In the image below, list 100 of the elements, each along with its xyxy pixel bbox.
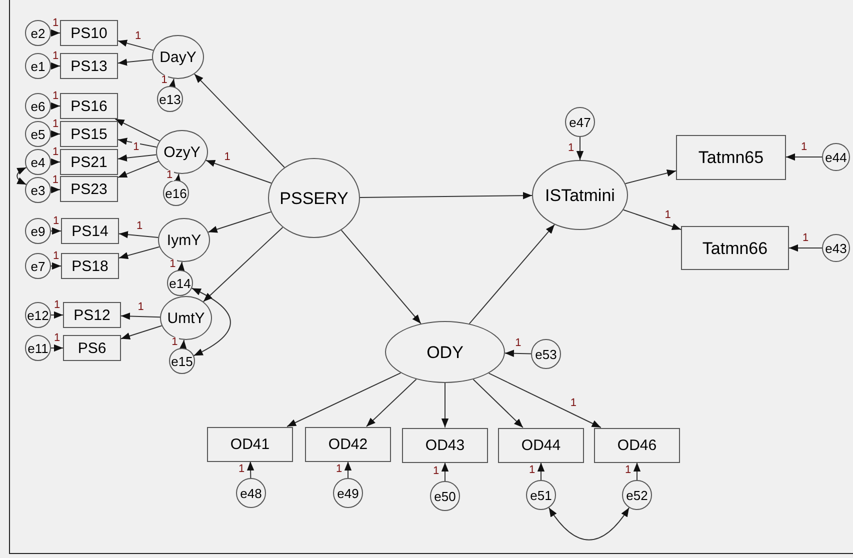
arrow <box>340 230 422 324</box>
error-circle: e49 <box>333 478 363 508</box>
edge-label: 1 <box>432 466 440 477</box>
error-circle: e51 <box>526 480 556 510</box>
error-circle: e52 <box>622 480 652 510</box>
observed-box: OD46 <box>594 428 680 462</box>
arrow <box>120 325 162 340</box>
error-circle: e11 <box>25 335 51 361</box>
arrow <box>537 462 545 480</box>
arrow <box>50 344 64 352</box>
error-circle: e44 <box>822 143 850 171</box>
arrow <box>118 246 160 260</box>
arrow <box>180 339 187 350</box>
edge-label: 1 <box>52 251 60 262</box>
observed-box: PS6 <box>63 335 121 361</box>
observed-box: OD42 <box>305 426 391 462</box>
observed-box: Tatmn65 <box>676 134 786 180</box>
arrow <box>118 58 153 66</box>
edge-label: 1 <box>52 51 60 62</box>
arrow <box>208 211 272 233</box>
arrow <box>168 78 176 88</box>
arrow <box>118 160 159 178</box>
arrow <box>624 170 676 184</box>
error-circle: e47 <box>565 107 595 137</box>
arrow <box>788 244 822 252</box>
edge-label: 1 <box>52 216 60 227</box>
arrow <box>50 102 60 110</box>
error-circle: e50 <box>430 481 460 511</box>
edge-label: 1 <box>52 147 60 158</box>
error-circle: e48 <box>236 478 266 508</box>
error-circle: e5 <box>25 121 51 147</box>
observed-box: PS12 <box>63 302 121 328</box>
edge-label: 1 <box>160 74 168 86</box>
arrow <box>344 461 352 478</box>
arrow <box>118 231 159 238</box>
arrow <box>360 192 532 200</box>
edge-label: 1 <box>802 233 810 244</box>
arrow <box>286 372 402 427</box>
edge-label: 1 <box>134 30 142 42</box>
arrow <box>50 29 60 37</box>
latent-ellipse: ODY <box>385 321 505 383</box>
observed-box: PS21 <box>60 149 118 175</box>
observed-box: PS10 <box>60 20 118 46</box>
observed-box: OD44 <box>498 428 584 462</box>
edge-label: 1 <box>800 142 808 153</box>
arrow <box>178 261 185 272</box>
error-circle: e12 <box>25 302 51 328</box>
arrow <box>50 130 60 138</box>
error-circle: e1 <box>25 53 51 79</box>
arrow <box>50 311 64 319</box>
observed-box: PS23 <box>60 176 118 202</box>
observed-box: Tatmn66 <box>681 226 789 270</box>
error-circle: e43 <box>822 234 850 262</box>
covariance-arrow <box>191 288 231 356</box>
edge-label: 1 <box>136 302 145 313</box>
error-circle: e7 <box>25 253 51 279</box>
edge-label: 1 <box>52 119 60 130</box>
arrow <box>246 461 254 478</box>
arrow <box>118 40 154 51</box>
latent-ellipse: PSSERY <box>268 158 360 238</box>
arrow <box>50 227 62 235</box>
covariance-arrow <box>16 167 27 185</box>
observed-box: PS15 <box>60 121 118 147</box>
arrow <box>174 173 182 184</box>
observed-box: OD41 <box>207 426 293 462</box>
observed-box: PS16 <box>60 93 118 119</box>
error-circle: e53 <box>531 339 561 369</box>
error-circle: e15 <box>169 348 195 374</box>
arrow <box>194 74 285 168</box>
error-circle: e2 <box>25 20 51 46</box>
arrow <box>118 138 158 148</box>
error-circle: e3 <box>25 177 51 203</box>
arrow <box>118 154 157 162</box>
observed-box: PS18 <box>61 253 119 279</box>
edge-label: 1 <box>53 333 62 344</box>
edge-label: 1 <box>238 464 246 475</box>
edge-label: 1 <box>52 91 60 102</box>
edge-label: 1 <box>52 18 60 29</box>
latent-ellipse: ISTatmini <box>532 160 628 230</box>
edge-label: 1 <box>132 142 140 153</box>
arrow <box>202 226 284 302</box>
arrow <box>50 62 60 70</box>
arrow <box>206 160 272 184</box>
arrow <box>504 350 532 357</box>
arrow <box>441 462 449 482</box>
observed-box: PS13 <box>60 53 118 79</box>
error-circle: e9 <box>25 218 51 244</box>
error-circle: e16 <box>163 180 189 206</box>
edge-label: 1 <box>664 210 672 220</box>
arrow <box>114 118 160 142</box>
error-circle: e6 <box>25 93 51 119</box>
error-circle: e13 <box>157 86 183 112</box>
error-circle: e4 <box>25 149 51 175</box>
edge-label: 1 <box>135 220 144 232</box>
arrow <box>633 462 641 480</box>
edge-label: 1 <box>335 464 344 475</box>
edge-label: 1 <box>567 142 576 154</box>
arrow <box>366 378 417 427</box>
covariance-arrow <box>548 507 630 540</box>
edge-label: 1 <box>53 300 62 311</box>
